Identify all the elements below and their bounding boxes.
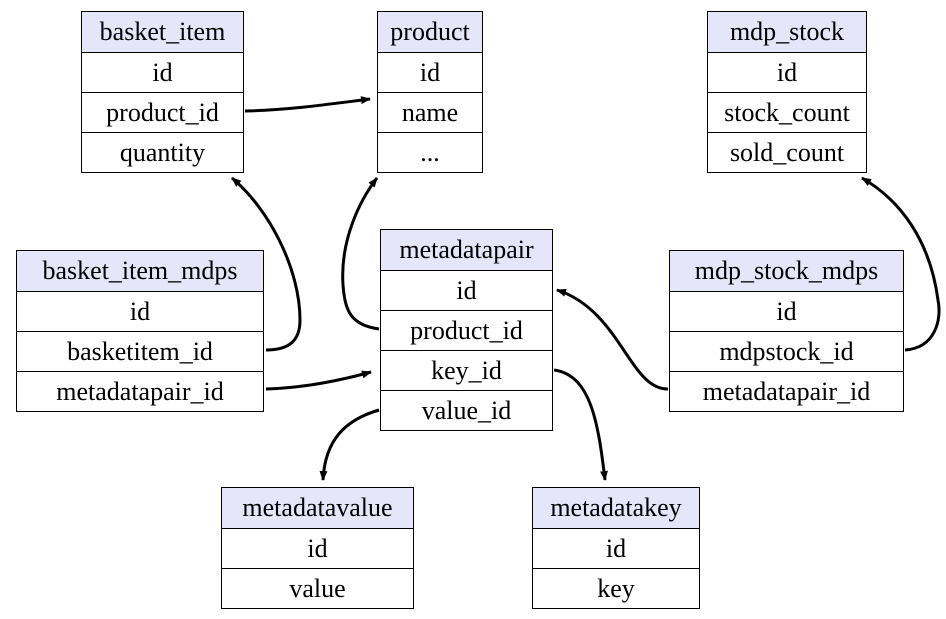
- table-product: product id name ...: [377, 11, 483, 173]
- table-title: product: [378, 12, 482, 52]
- relation-basket-item-to-product: [244, 96, 371, 113]
- relation-metadatapair-to-metadatavalue: [319, 408, 380, 481]
- table-metadatapair: metadatapair id product_id key_id value_…: [380, 229, 553, 431]
- table-title: mdp_stock: [708, 12, 866, 52]
- relation-basket-item-mdps-to-basket-item: [231, 176, 302, 352]
- field-id: id: [82, 52, 243, 92]
- field-metadatapair-id: metadatapair_id: [17, 371, 263, 411]
- field-metadatapair-id: metadatapair_id: [670, 371, 903, 411]
- field-key: key: [533, 568, 699, 608]
- table-title: mdp_stock_mdps: [670, 251, 903, 291]
- field-sold-count: sold_count: [708, 132, 866, 172]
- relation-metadatapair-to-metadatakey: [553, 368, 608, 481]
- table-title: basket_item: [82, 12, 243, 52]
- field-id: id: [533, 528, 699, 568]
- field-id: id: [670, 291, 903, 331]
- table-title: metadatavalue: [222, 488, 413, 528]
- field-value: value: [222, 568, 413, 608]
- table-metadatakey: metadatakey id key: [532, 487, 700, 609]
- table-metadatavalue: metadatavalue id value: [221, 487, 414, 609]
- field-id: id: [381, 270, 552, 310]
- relation-basket-item-mdps-to-metadatapair: [265, 370, 372, 391]
- field-ellipsis: ...: [378, 132, 482, 172]
- relation-mdp-stock-mdps-to-metadatapair: [556, 288, 669, 391]
- field-stock-count: stock_count: [708, 92, 866, 132]
- table-title: basket_item_mdps: [17, 251, 263, 291]
- field-basketitem-id: basketitem_id: [17, 331, 263, 371]
- field-id: id: [222, 528, 413, 568]
- table-title: metadatakey: [533, 488, 699, 528]
- field-id: id: [378, 52, 482, 92]
- relation-mdp-stock-mdps-to-mdp-stock: [861, 176, 941, 352]
- field-mdpstock-id: mdpstock_id: [670, 331, 903, 371]
- table-basket-item-mdps: basket_item_mdps id basketitem_id metada…: [16, 250, 264, 412]
- relation-metadatapair-to-product: [341, 177, 380, 331]
- table-basket-item: basket_item id product_id quantity: [81, 11, 244, 173]
- field-value-id: value_id: [381, 390, 552, 430]
- field-id: id: [708, 52, 866, 92]
- field-id: id: [17, 291, 263, 331]
- field-key-id: key_id: [381, 350, 552, 390]
- field-name: name: [378, 92, 482, 132]
- field-product-id: product_id: [381, 310, 552, 350]
- table-mdp-stock: mdp_stock id stock_count sold_count: [707, 11, 867, 173]
- table-mdp-stock-mdps: mdp_stock_mdps id mdpstock_id metadatapa…: [669, 250, 904, 412]
- field-product-id: product_id: [82, 92, 243, 132]
- table-title: metadatapair: [381, 230, 552, 270]
- field-quantity: quantity: [82, 132, 243, 172]
